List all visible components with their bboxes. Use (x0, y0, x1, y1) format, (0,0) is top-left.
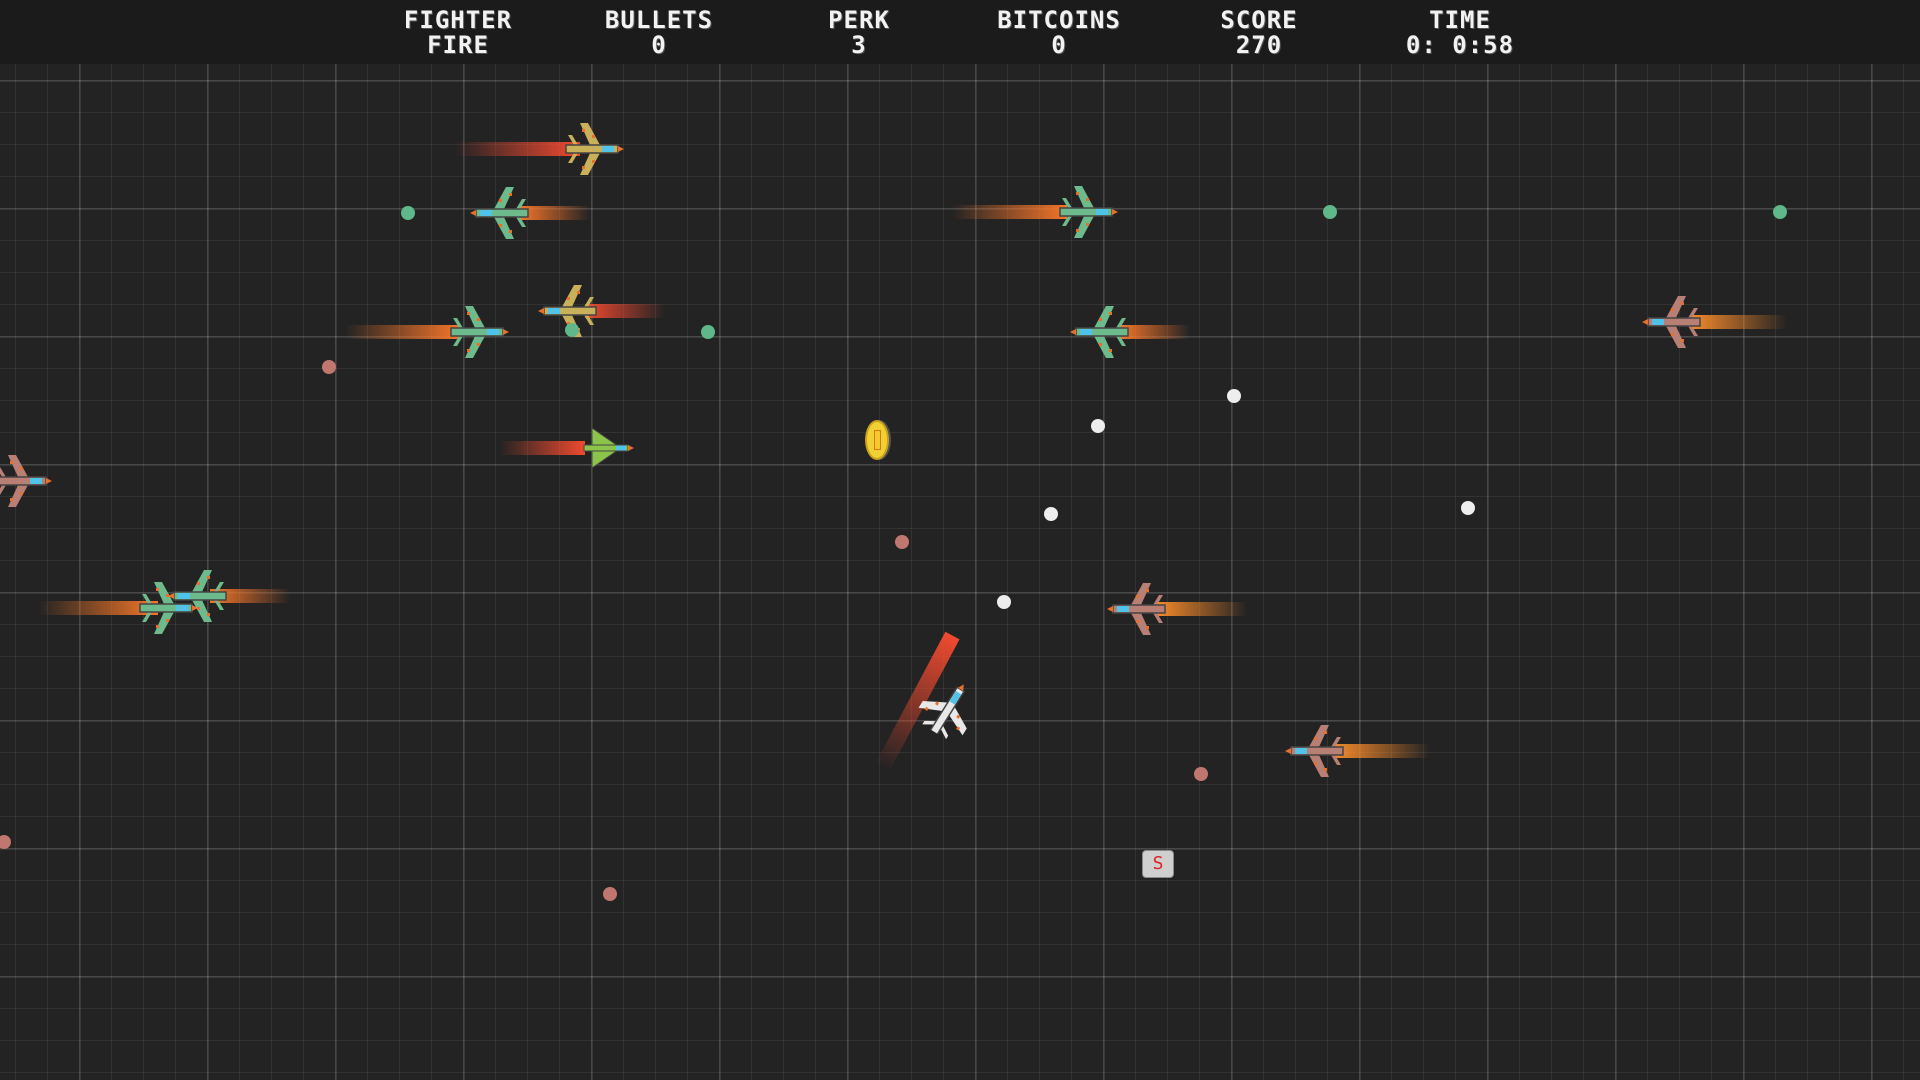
orb-white (1091, 419, 1105, 433)
bitcoin-coin-icon (865, 420, 889, 460)
hud-fighter-label: FIGHTER (403, 6, 513, 34)
orb-pink (895, 535, 909, 549)
shield-pickup-box: S (1142, 850, 1174, 878)
hud-bitcoins-label: BITCOINS (997, 6, 1121, 34)
shield-pickup-label: S (1152, 853, 1164, 874)
enemy-plane-green (1059, 185, 1119, 239)
orb-pink (0, 835, 11, 849)
orb-pink (322, 360, 336, 374)
exhaust-trail (345, 325, 460, 339)
hud-bitcoins-value: 0 (1051, 31, 1067, 59)
exhaust-trail (455, 142, 580, 156)
hud-bullets: BULLETS 0 (605, 8, 713, 58)
hud-bullets-label: BULLETS (604, 6, 714, 34)
exhaust-trail (500, 441, 585, 455)
exhaust-trail (1157, 602, 1247, 616)
hud-bullets-value: 0 (651, 31, 667, 59)
orb-white (1044, 507, 1058, 521)
orb-green (401, 206, 415, 220)
orb-green (701, 325, 715, 339)
hud-bitcoins: BITCOINS 0 (997, 8, 1121, 58)
enemy-plane-pink (0, 454, 53, 508)
hud-time: TIME 0: 0:58 (1406, 8, 1514, 58)
hud-score-value: 270 (1235, 31, 1283, 59)
exhaust-trail (520, 206, 590, 220)
orb-green (565, 323, 579, 337)
exhaust-trail (1120, 325, 1190, 339)
hud-perk-label: PERK (828, 6, 890, 34)
enemy-plane-pink (1284, 724, 1344, 778)
enemy-plane-gold (565, 122, 625, 176)
enemy-plane-pink (1641, 295, 1701, 349)
enemy-plane-lime-delta (583, 427, 634, 469)
exhaust-trail (38, 601, 158, 615)
exhaust-trail (952, 205, 1067, 219)
hud-score: SCORE 270 (1220, 8, 1297, 58)
enemy-plane-green (469, 186, 529, 240)
exhaust-trail (1335, 744, 1430, 758)
hud-fighter-value: FIRE (427, 31, 489, 59)
orb-pink (1194, 767, 1208, 781)
orb-white (1461, 501, 1475, 515)
hud-score-label: SCORE (1220, 6, 1298, 34)
game-field[interactable] (0, 64, 1920, 1080)
enemy-plane-pink (1106, 582, 1166, 636)
hud-bar: FIGHTER FIRE BULLETS 0 PERK 3 BITCOINS 0… (0, 0, 1920, 64)
orb-pink (603, 887, 617, 901)
hud-time-value: 0: 0:58 (1405, 31, 1515, 59)
hud-fighter: FIGHTER FIRE (404, 8, 512, 58)
orb-green (1323, 205, 1337, 219)
orb-white (997, 595, 1011, 609)
hud-time-label: TIME (1429, 6, 1491, 34)
orb-green (1773, 205, 1787, 219)
exhaust-trail (210, 589, 290, 603)
enemy-plane-green (1069, 305, 1129, 359)
enemy-plane-green (450, 305, 510, 359)
hud-perk-value: 3 (851, 31, 867, 59)
hud-perk: PERK 3 (828, 8, 890, 58)
orb-white (1227, 389, 1241, 403)
exhaust-trail (585, 304, 665, 318)
enemy-plane-green (167, 569, 227, 623)
exhaust-trail (1692, 315, 1787, 329)
